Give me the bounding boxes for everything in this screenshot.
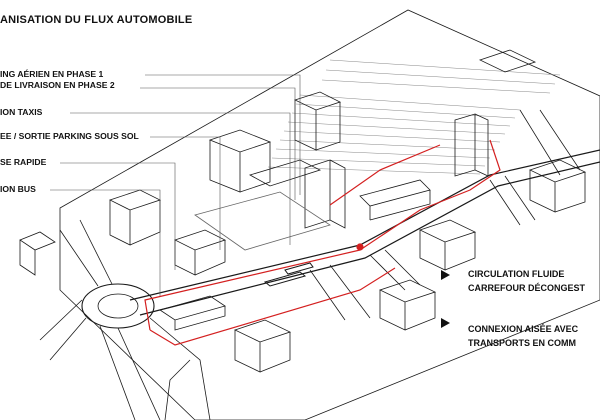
traffic-routes — [144, 139, 501, 346]
railway-tracks — [267, 59, 561, 175]
label-taxis: ION TAXIS — [0, 107, 43, 117]
main-road-south — [139, 161, 600, 316]
taxi-stop — [284, 262, 314, 275]
legend-arrow-1-icon — [441, 270, 450, 280]
label-bus: ION BUS — [0, 184, 36, 194]
bus-stop — [263, 271, 307, 287]
legend-item-2-line1: CONNEXION AISÉE AVEC — [468, 324, 579, 334]
buildings — [19, 49, 587, 373]
roundabout-outer — [81, 283, 155, 329]
leader-lines — [50, 74, 301, 296]
label-parking-line2: DE LIVRAISON EN PHASE 2 — [0, 80, 115, 90]
roundabout-inner — [97, 293, 139, 319]
legend-arrow-2-icon — [441, 318, 450, 328]
page-title: ANISATION DU FLUX AUTOMOBILE — [0, 14, 193, 26]
label-rapide: SE RAPIDE — [0, 157, 47, 167]
main-road-north — [129, 149, 600, 301]
legend-item-1-line2: CARREFOUR DÉCONGEST — [468, 283, 586, 293]
site-outline — [59, 9, 600, 420]
station-plaza — [194, 191, 331, 251]
label-parking-line1: ING AÉRIEN EN PHASE 1 — [0, 69, 104, 79]
legend-item-2: CONNEXION AISÉE AVEC TRANSPORTS EN COMM — [468, 322, 578, 350]
legend-item-2-line2: TRANSPORTS EN COMM — [468, 338, 576, 348]
legend-item-1: CIRCULATION FLUIDE CARREFOUR DÉCONGEST — [468, 267, 585, 295]
label-parking-sous-sol: EE / SORTIE PARKING SOUS SOL — [0, 131, 139, 141]
legend-item-1-line1: CIRCULATION FLUIDE — [468, 269, 565, 279]
label-parking-phase: ING AÉRIEN EN PHASE 1 DE LIVRAISON EN PH… — [0, 69, 115, 91]
